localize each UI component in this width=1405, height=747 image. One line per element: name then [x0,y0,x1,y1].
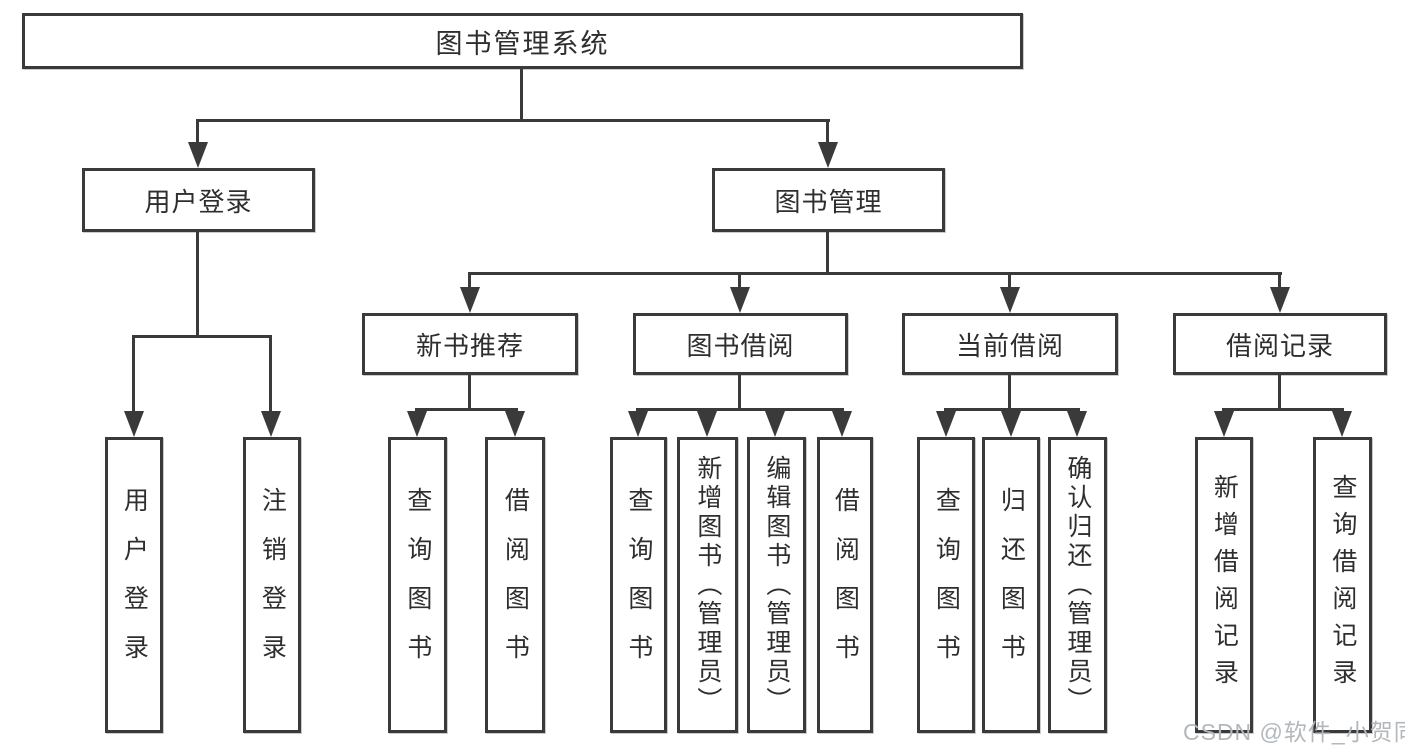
arrow-down-icon [505,411,525,437]
arrow-down-icon [407,411,427,437]
connector-newrec-crossbar [415,408,518,411]
connector-leaf-stem [132,335,135,413]
leaf-logout: 注销登录 [243,437,301,733]
connector-newrec-down [468,375,471,408]
leaf-return-books-label: 归还图书 [997,487,1026,683]
leaf-user-login-label: 用户登录 [120,487,149,683]
connector-records-down [1278,375,1281,408]
leaf-add-borrow-record-label: 新增借阅记录 [1210,474,1239,696]
connector-borrow-down [738,375,741,408]
arrow-down-icon [818,142,838,168]
arrow-down-icon [124,411,144,437]
node-new-book-recommend: 新书推荐 [362,313,578,375]
leaf-edit-books-admin-label: 编辑图书（管理员） [762,454,791,716]
leaf-query-borrow-record: 查询借阅记录 [1313,437,1372,733]
connector-borrow-crossbar [636,408,844,411]
node-root-label: 图书管理系统 [435,28,610,59]
leaf-borrow-books: 借阅图书 [817,437,873,733]
connector-root-stem [520,69,523,122]
arrow-down-icon [1270,287,1290,313]
connector-root-crossbar [196,119,830,122]
node-new-book-recommend-label: 新书推荐 [415,330,524,361]
connector-l3-stem [738,272,741,289]
connector-userlogin-crossbar [132,335,272,338]
leaf-return-books: 归还图书 [982,437,1040,733]
connector-bookmgmt-down [826,232,829,274]
connector-l3-stem [468,272,471,289]
node-book-management: 图书管理 [712,168,945,232]
leaf-confirm-return-admin: 确认归还（管理员） [1048,437,1107,733]
node-borrow-records: 借阅记录 [1173,313,1387,375]
connector-userlogin-stem [196,119,199,145]
watermark: CSDN @软件_小贺同学 [1183,719,1405,745]
arrow-down-icon [1000,287,1020,313]
arrow-down-icon [697,411,717,437]
node-root: 图书管理系统 [22,13,1023,69]
leaf-query-books-borrow: 查询图书 [610,437,667,733]
arrow-down-icon [832,411,852,437]
connector-current-down [1008,375,1011,408]
leaf-borrow-books-label: 借阅图书 [831,487,860,683]
arrow-down-icon [1067,411,1087,437]
node-book-management-label: 图书管理 [774,186,883,217]
connector-l3-stem [1008,272,1011,289]
arrow-down-icon [188,142,208,168]
connector-userlogin-down [196,232,199,338]
connector-l3-stem [1278,272,1281,289]
node-current-borrow: 当前借阅 [902,313,1118,375]
connector-bookmgmt-stem [826,119,829,145]
leaf-add-books-admin-label: 新增图书（管理员） [693,454,722,716]
connector-bookmgmt-crossbar [468,272,1282,275]
arrow-down-icon [1214,411,1234,437]
arrow-down-icon [460,287,480,313]
node-book-borrow: 图书借阅 [633,313,848,375]
leaf-query-borrow-record-label: 查询借阅记录 [1328,474,1357,696]
arrow-down-icon [730,287,750,313]
leaf-edit-books-admin: 编辑图书（管理员） [747,437,806,733]
leaf-query-books-current-label: 查询图书 [932,487,961,683]
node-book-borrow-label: 图书借阅 [686,330,795,361]
connector-leaf-stem [269,335,272,413]
leaf-add-books-admin: 新增图书（管理员） [677,437,738,733]
arrow-down-icon [765,411,785,437]
arrow-down-icon [1332,411,1352,437]
leaf-logout-label: 注销登录 [258,487,287,683]
arrow-down-icon [261,411,281,437]
leaf-query-books-borrow-label: 查询图书 [624,487,653,683]
leaf-add-borrow-record: 新增借阅记录 [1195,437,1253,733]
node-user-login-label: 用户登录 [144,186,253,217]
leaf-confirm-return-admin-label: 确认归还（管理员） [1063,454,1092,716]
node-current-borrow-label: 当前借阅 [955,330,1064,361]
leaf-query-books-recommend: 查询图书 [388,437,447,733]
leaf-query-books-recommend-label: 查询图书 [403,487,432,683]
node-user-login: 用户登录 [82,168,315,232]
connector-current-crossbar [944,408,1080,411]
node-borrow-records-label: 借阅记录 [1225,330,1334,361]
arrow-down-icon [628,411,648,437]
arrow-down-icon [936,411,956,437]
leaf-borrow-books-recommend: 借阅图书 [485,437,545,733]
arrow-down-icon [1001,411,1021,437]
leaf-query-books-current: 查询图书 [917,437,975,733]
leaf-borrow-books-recommend-label: 借阅图书 [501,487,530,683]
connector-records-crossbar [1222,408,1344,411]
leaf-user-login: 用户登录 [105,437,163,733]
